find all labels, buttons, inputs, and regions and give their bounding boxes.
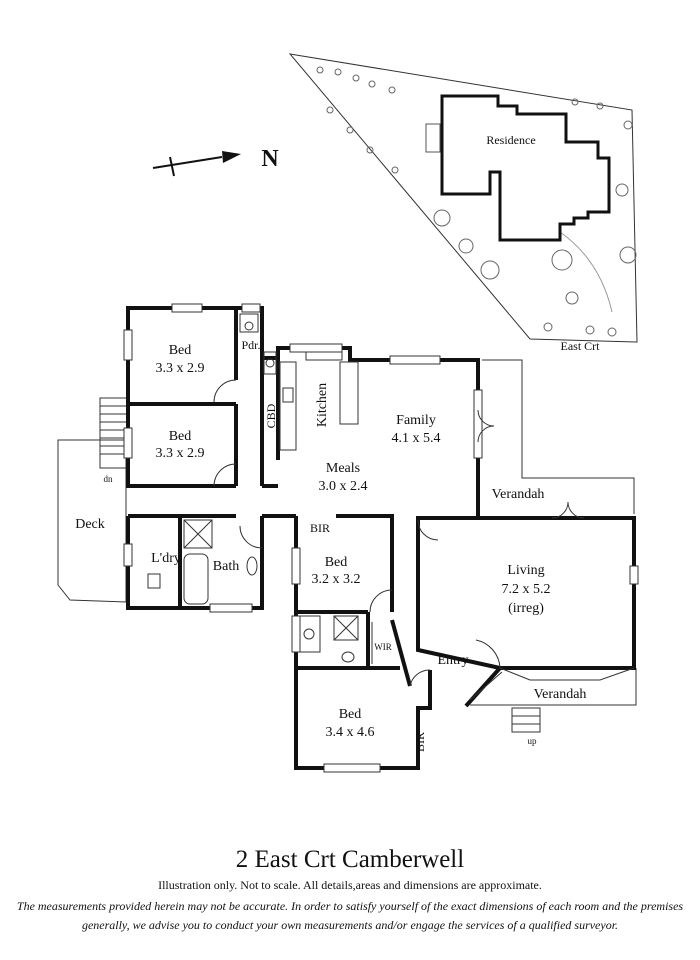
meals-dims: 3.0 x 2.4 bbox=[319, 479, 368, 494]
bed2-name: Bed bbox=[169, 429, 192, 444]
pdr-toilet bbox=[239, 313, 259, 333]
bathtub bbox=[183, 553, 209, 605]
ensuite-toilet bbox=[341, 651, 355, 663]
verandah-front-label: Verandah bbox=[534, 687, 587, 702]
plan-note: Illustration only. Not to scale. All det… bbox=[158, 878, 542, 892]
laundry-tub bbox=[147, 573, 161, 589]
site-street-label: East Crt bbox=[561, 339, 601, 353]
family-dims: 4.1 x 5.4 bbox=[392, 431, 441, 446]
site-path bbox=[559, 231, 613, 313]
site-trees bbox=[316, 66, 637, 337]
deck-label: Deck bbox=[75, 517, 105, 532]
bath-label: Bath bbox=[213, 559, 239, 574]
site-boundary bbox=[288, 53, 638, 343]
north-arrow-icon bbox=[152, 151, 241, 177]
north-label: N bbox=[261, 146, 279, 172]
living-dims: 7.2 x 5.2 bbox=[502, 582, 551, 597]
plan-disclaimer: The measurements provided herein may not… bbox=[16, 899, 684, 932]
kitchen-bench bbox=[279, 361, 297, 451]
kitchen-island bbox=[339, 361, 359, 425]
shower bbox=[183, 519, 213, 549]
kitchen-label: Kitchen bbox=[315, 383, 330, 427]
family-name: Family bbox=[396, 413, 436, 428]
bed2-dims: 3.3 x 2.9 bbox=[156, 446, 205, 461]
front-steps bbox=[511, 707, 541, 733]
site-residence-label: Residence bbox=[486, 133, 535, 147]
bed4-dims: 3.4 x 4.6 bbox=[326, 725, 375, 740]
kitchen-sink bbox=[305, 351, 343, 361]
entry-label: Entry bbox=[437, 653, 468, 668]
living-note: (irreg) bbox=[508, 601, 544, 616]
verandah-rear-label: Verandah bbox=[492, 487, 545, 502]
ldry-label: L'dry bbox=[151, 551, 181, 566]
bir1-label: BIR bbox=[310, 521, 330, 535]
verandah-rear-outline bbox=[482, 359, 635, 514]
residence-outline bbox=[440, 94, 611, 242]
exterior-outlines bbox=[57, 359, 637, 733]
site-plan: Residence East Crt bbox=[288, 53, 638, 353]
bed4-name: Bed bbox=[339, 707, 362, 722]
fixtures bbox=[123, 303, 639, 773]
meals-name: Meals bbox=[326, 461, 360, 476]
bath-basin bbox=[246, 556, 258, 576]
bir2-label: BIR bbox=[413, 732, 427, 752]
plan-title: 2 East Crt Camberwell bbox=[235, 846, 465, 873]
living-name: Living bbox=[507, 563, 544, 578]
verandah-front-outline bbox=[470, 668, 637, 706]
bed3-name: Bed bbox=[325, 555, 348, 570]
kitchen-stove bbox=[282, 387, 294, 403]
cbd-label: CBD bbox=[264, 403, 278, 428]
dn-label: dn bbox=[104, 474, 114, 484]
bed3-dims: 3.2 x 3.2 bbox=[312, 572, 361, 587]
bed1-name: Bed bbox=[169, 343, 192, 358]
bed1-dims: 3.3 x 2.9 bbox=[156, 361, 205, 376]
pdr-label: Pdr. bbox=[241, 338, 260, 352]
up-label: up bbox=[528, 736, 538, 746]
wir-label: WIR bbox=[374, 642, 392, 652]
